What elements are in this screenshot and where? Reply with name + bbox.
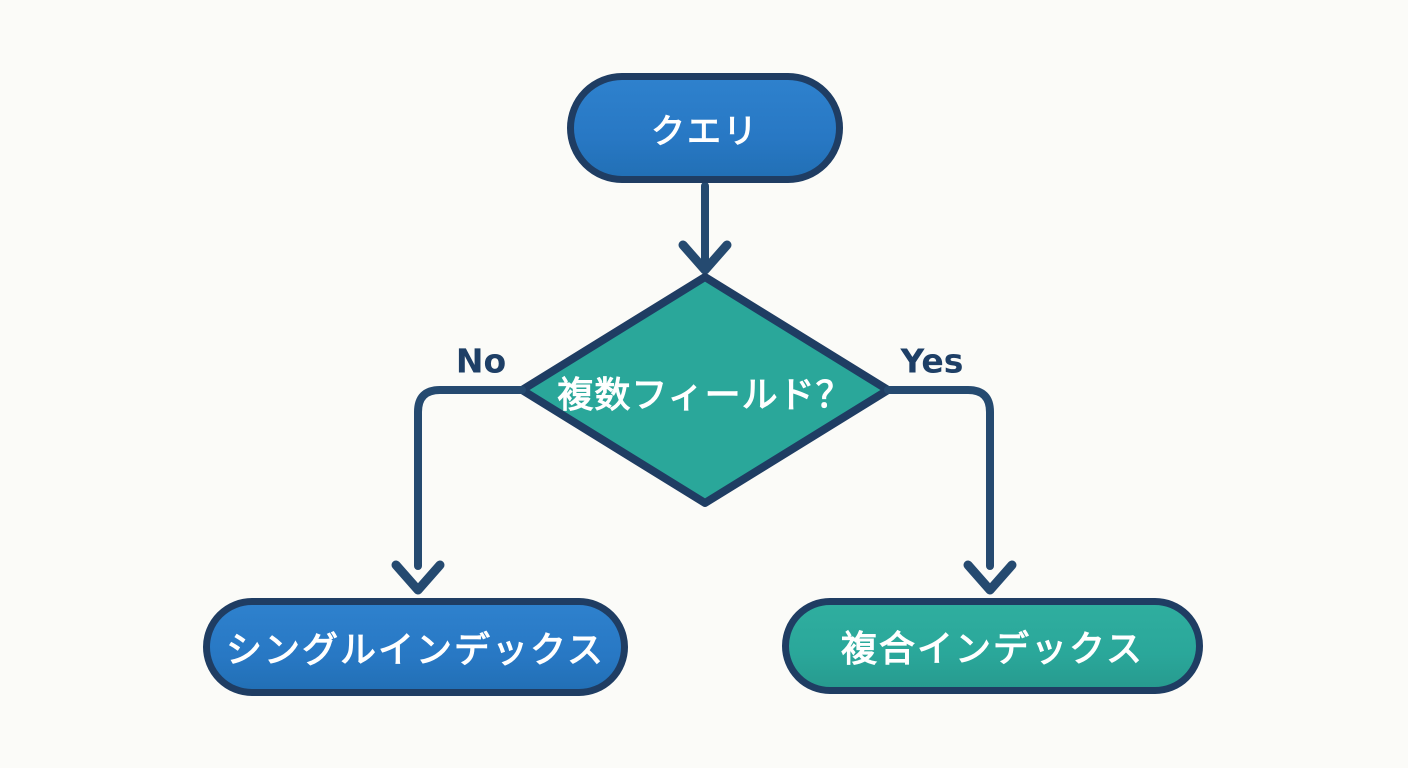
arrowhead-down-decision bbox=[678, 240, 732, 275]
edge-yes-branch bbox=[884, 386, 994, 570]
node-start-label: クエリ bbox=[651, 111, 759, 152]
arrowhead-down-left-result bbox=[391, 560, 445, 595]
decision-diamond-shape bbox=[518, 273, 892, 507]
node-decision-label: 複数フィールド？ bbox=[557, 375, 853, 416]
edge-label-yes: Yes bbox=[900, 341, 964, 381]
node-composite-index-label: 複合インデックス bbox=[841, 629, 1144, 670]
arrowhead-down-right-result bbox=[963, 560, 1017, 595]
node-composite-index: 複合インデックス bbox=[782, 598, 1203, 694]
edge-label-no: No bbox=[455, 341, 507, 381]
node-start-query: クエリ bbox=[567, 73, 843, 183]
edge-no-branch bbox=[414, 386, 526, 570]
node-single-index: シングルインデックス bbox=[203, 598, 628, 696]
node-single-index-label: シングルインデックス bbox=[226, 630, 605, 671]
